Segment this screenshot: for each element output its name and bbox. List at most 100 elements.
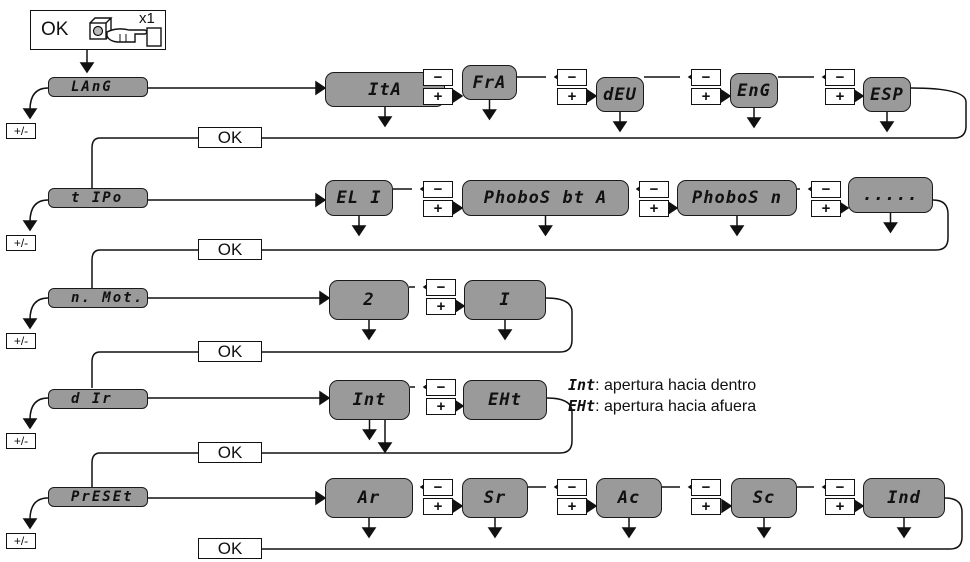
pm-tag[interactable]: +/- xyxy=(6,533,36,549)
minus-button[interactable]: − xyxy=(825,479,855,496)
plus-button[interactable]: + xyxy=(691,88,721,105)
legend-line-int: Int: apertura hacia dentro xyxy=(568,376,756,395)
arrow-right-icon xyxy=(721,498,733,514)
plus-button[interactable]: + xyxy=(423,200,453,217)
menu-item-3[interactable]: d Ir xyxy=(48,389,148,409)
plus-button[interactable]: + xyxy=(426,298,456,315)
minus-button[interactable]: − xyxy=(426,279,456,296)
legend-code: Int xyxy=(568,376,596,394)
option-0-2[interactable]: dEU xyxy=(596,77,644,112)
arrow-down-icon xyxy=(22,108,38,120)
arrow-down-icon xyxy=(746,117,762,129)
minus-button[interactable]: − xyxy=(639,181,669,198)
next-line xyxy=(91,452,198,478)
arrow-down-icon xyxy=(497,329,513,341)
plus-button[interactable]: + xyxy=(557,88,587,105)
plus-button[interactable]: + xyxy=(811,200,841,217)
side-curve xyxy=(29,497,49,521)
option-4-4[interactable]: Ind xyxy=(863,478,945,518)
arrow-down-icon xyxy=(22,318,38,330)
legend-text: : apertura hacia afuera xyxy=(595,398,757,415)
plus-button[interactable]: + xyxy=(423,498,453,515)
arrow-down-icon xyxy=(362,429,377,441)
ok-button[interactable]: OK xyxy=(198,127,262,148)
start-box: OK x1 xyxy=(30,10,166,50)
minus-button[interactable]: − xyxy=(811,181,841,198)
minus-button[interactable]: − xyxy=(426,379,456,396)
pm-tag[interactable]: +/- xyxy=(6,333,36,349)
side-curve xyxy=(29,297,49,321)
pm-tag[interactable]: +/- xyxy=(6,235,36,251)
option-1-0[interactable]: EL I xyxy=(325,180,393,216)
return-line xyxy=(262,497,963,550)
arrow-right-icon xyxy=(586,88,598,104)
arrow-down-icon xyxy=(351,225,367,237)
option-4-3[interactable]: Sc xyxy=(731,478,797,518)
option-0-4[interactable]: ESP xyxy=(863,77,911,112)
option-3-0[interactable]: Int xyxy=(329,380,410,420)
option-1-1[interactable]: PhoboS bt A xyxy=(462,180,629,216)
return-line xyxy=(262,87,967,139)
ok-button[interactable]: OK xyxy=(198,341,262,362)
plus-button[interactable]: + xyxy=(825,88,855,105)
option-4-2[interactable]: Ac xyxy=(596,478,662,518)
arrow-down-icon xyxy=(896,527,912,539)
arrow-down-icon xyxy=(361,329,377,341)
plus-button[interactable]: + xyxy=(423,88,453,105)
arrow-down-icon xyxy=(538,225,553,237)
side-curve xyxy=(29,397,49,421)
ok-button[interactable]: OK xyxy=(198,239,262,260)
plus-button[interactable]: + xyxy=(825,498,855,515)
arrow-right-icon xyxy=(853,88,865,104)
minus-button[interactable]: − xyxy=(557,479,587,496)
arrow-right-icon xyxy=(315,192,327,208)
ok-button[interactable]: OK xyxy=(198,442,262,463)
arrow-right-icon xyxy=(720,88,732,104)
minus-button[interactable]: − xyxy=(423,181,453,198)
minus-button[interactable]: − xyxy=(825,69,855,86)
return-line xyxy=(262,199,949,251)
option-0-3[interactable]: EnG xyxy=(730,73,778,108)
option-4-0[interactable]: Ar xyxy=(325,478,413,518)
pm-tag[interactable]: +/- xyxy=(6,123,36,139)
option-3-1[interactable]: EHt xyxy=(463,380,547,420)
arrow-down-icon xyxy=(361,527,377,539)
minus-button[interactable]: − xyxy=(423,479,453,496)
arrow-right-icon xyxy=(319,290,331,306)
next-line xyxy=(91,351,198,378)
hand-press-button-icon xyxy=(89,17,162,47)
option-1-3[interactable]: ..... xyxy=(848,177,933,213)
arrow-down-icon xyxy=(612,121,628,133)
minus-button[interactable]: − xyxy=(691,479,721,496)
minus-button[interactable]: − xyxy=(557,69,587,86)
option-0-1[interactable]: FrA xyxy=(462,65,517,100)
arrow-right-icon xyxy=(315,490,327,506)
arrow-down-icon xyxy=(377,442,393,454)
arrow-down-icon xyxy=(756,527,772,539)
plus-button[interactable]: + xyxy=(557,498,587,515)
plus-button[interactable]: + xyxy=(691,498,721,515)
menu-item-1[interactable]: t IPo xyxy=(48,188,148,208)
side-curve xyxy=(29,87,49,111)
arrow-right-icon xyxy=(319,390,331,406)
minus-button[interactable]: − xyxy=(691,69,721,86)
arrow-right-icon xyxy=(315,80,327,96)
arrow-down-icon xyxy=(482,109,497,121)
return-line xyxy=(262,397,573,454)
ok-button[interactable]: OK xyxy=(198,538,262,559)
option-1-2[interactable]: PhoboS n xyxy=(677,180,797,216)
minus-button[interactable]: − xyxy=(423,69,453,86)
menu-item-4[interactable]: PrESEt xyxy=(48,487,148,507)
legend-line-eht: EHt: apertura hacia afuera xyxy=(568,397,756,416)
arrow-down-icon xyxy=(621,527,637,539)
plus-button[interactable]: + xyxy=(426,398,456,415)
plus-button[interactable]: + xyxy=(639,200,669,217)
menu-item-2[interactable]: n. Mot. xyxy=(48,288,148,308)
option-2-0[interactable]: 2 xyxy=(329,280,409,320)
option-2-1[interactable]: I xyxy=(464,280,546,320)
side-curve xyxy=(29,199,49,223)
pm-tag[interactable]: +/- xyxy=(6,433,36,449)
menu-item-0[interactable]: LAnG xyxy=(48,77,148,97)
option-4-1[interactable]: Sr xyxy=(462,478,528,518)
